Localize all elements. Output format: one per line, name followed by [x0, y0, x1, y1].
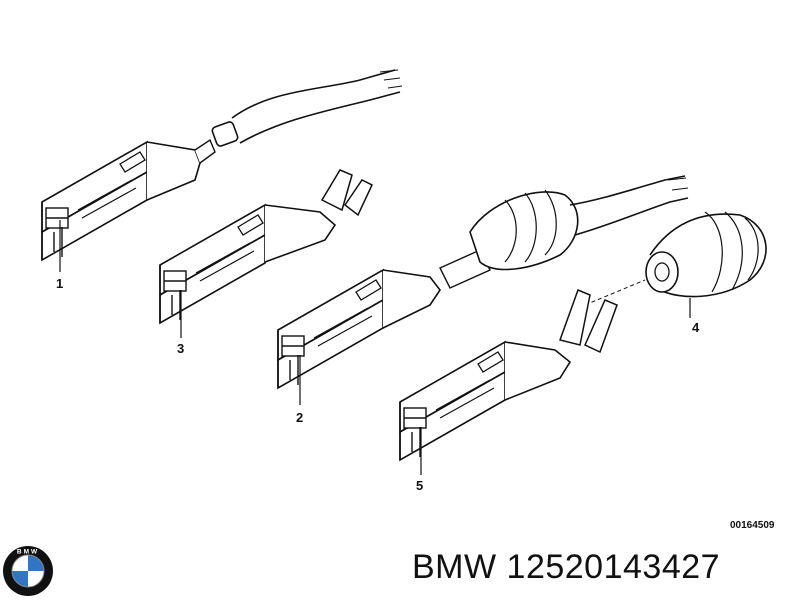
callout-2: 2 — [296, 410, 303, 425]
terminal-1 — [41, 69, 403, 272]
terminal-3 — [159, 169, 373, 338]
terminal-5 — [399, 289, 618, 475]
part-number-line: BMW 12520143427 — [412, 548, 720, 587]
callout-1: 1 — [56, 276, 63, 291]
brand-name: BMW — [412, 548, 497, 586]
part-number: 12520143427 — [506, 548, 721, 586]
seal-4 — [584, 211, 767, 318]
callout-4: 4 — [692, 320, 700, 335]
terminal-2 — [277, 175, 689, 405]
callout-5: 5 — [416, 478, 423, 493]
drawing-number: 00164509 — [730, 520, 775, 531]
callout-3: 3 — [177, 341, 184, 356]
bmw-logo-letters: BMW — [17, 549, 39, 556]
bmw-logo: BMW — [3, 546, 53, 596]
